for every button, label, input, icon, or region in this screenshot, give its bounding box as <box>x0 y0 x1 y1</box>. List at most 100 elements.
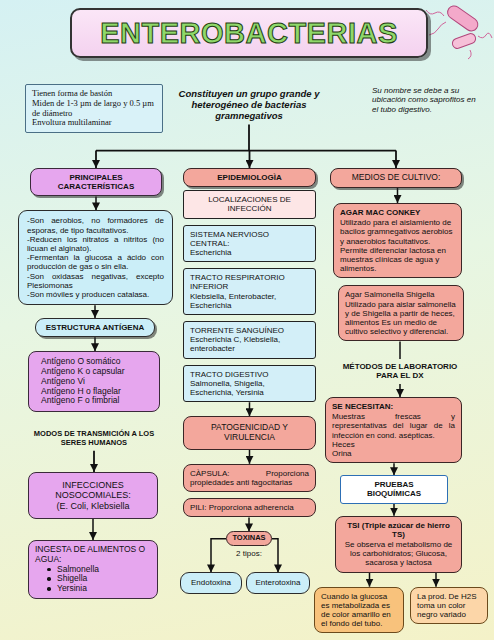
bullet-dot <box>47 568 51 572</box>
box-text: Escherichia <box>190 248 309 257</box>
medium-box: Agar Salmonella ShigellaUtilizado para a… <box>338 285 464 341</box>
flagellum <box>478 33 492 38</box>
connector-arrow <box>211 539 226 573</box>
test-box: TSI (Triple azúcar de hierro TS)Se obser… <box>335 516 462 573</box>
location-box: TRACTO RESPIRATORIO INFERIORKlebsiella, … <box>183 268 316 315</box>
connector-arrow <box>248 517 250 531</box>
subheader-box: PRUEBAS BIOQUÍMICAS <box>340 475 448 503</box>
flagellum <box>426 10 444 16</box>
box-text: Miden de 1-3 µm de largo y 0.5 µm de diá… <box>32 99 156 119</box>
box-text: Escherichia C, Klebsiella, enterobacter <box>190 335 309 353</box>
list-box: INGESTA DE ALIMENTOS O AGUA:SalmonellaSh… <box>28 540 158 599</box>
box-heading: EPIDEMIOLOGÌA <box>190 173 309 182</box>
location-box: SISTEMA NERVIOSO CENTRAL:Escherichia <box>183 225 316 263</box>
box-heading: INGESTA DE ALIMENTOS O AGUA: <box>35 545 151 565</box>
connector-arrow <box>94 337 96 351</box>
box-heading: -Son aerobios, no formadores de esporas,… <box>27 216 164 234</box>
box-heading: INFECCIONES NOSOCOMIALES: <box>35 480 151 501</box>
box-heading: SISTEMA NERVIOSO CENTRAL: <box>190 230 309 248</box>
box-text: Salmonella <box>35 565 151 575</box>
connector-arrow <box>397 188 399 203</box>
box-text: -Reducen los nitratos a nitritos (no lic… <box>27 235 164 253</box>
bacteria-illustration <box>426 3 492 59</box>
box-heading: CÀPSULA: Proporciona propiedades anti fa… <box>190 469 309 487</box>
connector-arrow <box>393 504 395 516</box>
info-box: INFECCIONES NOSOCOMIALES:(E. Coli, Klebs… <box>28 472 158 519</box>
location-box: TRACTO DIGESTIVOSalmonella, Shigella, Es… <box>183 365 316 403</box>
process-box: PATOGENICIDAD Y VIRULENCIA <box>183 416 316 450</box>
box-heading: MEDIOS DE CULTIVO: <box>337 173 455 183</box>
medium-box: AGAR MAC CONKEYUtilizado para el aislami… <box>333 203 462 278</box>
box-text: (E. Coli, Klebsiella <box>35 501 151 511</box>
branch-line <box>248 125 250 151</box>
title-banner: ENTEROBACTERIAS <box>70 8 428 58</box>
box-heading: Antígeno O somático <box>41 357 147 367</box>
box-heading: TOXINAS <box>230 534 268 543</box>
box-text: Antígeno H o flagelar <box>41 387 147 397</box>
box-heading: AGAR MAC CONKEY <box>340 208 455 217</box>
section-header: PRINCIPALES CARACTERÍSTICAS <box>30 168 162 196</box>
connector-arrow <box>95 196 97 210</box>
box-text: Klebsiella, Enterobacter, Escherichia <box>190 292 309 310</box>
bullet-dot <box>47 577 51 581</box>
box-text: Se observa el metabolismo de los carbohi… <box>342 540 455 568</box>
box-heading: TRACTO RESPIRATORIO INFERIOR <box>190 273 309 291</box>
box-text: Heces <box>332 440 455 449</box>
branch-line <box>249 151 251 168</box>
connector-arrow <box>393 463 395 475</box>
box-text: Orina <box>332 449 455 458</box>
box-heading: Tienen forma de bastón <box>32 89 156 99</box>
intro-note: Constituyen un grupo grande y heterogéne… <box>170 88 328 122</box>
branch-line <box>95 151 97 168</box>
list-box: -Son aerobios, no formadores de esporas,… <box>18 210 173 305</box>
box-heading: Endotoxina <box>184 578 238 587</box>
branch-line <box>395 151 397 168</box>
box-text: Antígeno Vi <box>41 377 147 387</box>
box-heading: Agar Salmonella Shigella <box>345 290 457 299</box>
flagellum <box>468 50 471 59</box>
box-text: -Son oxidasas negativas, excepto Plesiom… <box>27 272 164 290</box>
box-text: -Fermentan la glucosa a ácido con produc… <box>27 253 164 271</box>
bacterium-rod <box>451 32 477 50</box>
section-header: MEDIOS DE CULTIVO: <box>330 168 462 188</box>
connector-arrow <box>435 573 437 587</box>
connector-arrow <box>272 539 278 573</box>
location-box: TORRENTE SANGUÍNEOEscherichia C, Klebsie… <box>183 321 316 359</box>
subheader-box: LOCALIZACIONES DE INFECCIÓN <box>183 190 316 218</box>
process-box: SE NECESITAN:Muestras frescas y represen… <box>325 397 462 463</box>
box-heading: LOCALIZACIONES DE INFECCIÓN <box>190 195 309 213</box>
box-text: Antígeno K o capsular <box>41 367 147 377</box>
box-text: -Son móviles y producen catalasa. <box>27 290 164 299</box>
box-heading: La prod. De H2S toma un color negro vari… <box>417 592 481 620</box>
branch-line <box>93 451 95 472</box>
side-note: Su nombre se debe a su ubicación como sa… <box>372 86 482 114</box>
list-box: Antígeno O somáticoAntígeno K o capsular… <box>28 351 160 412</box>
box-text: Yersinia <box>35 584 151 594</box>
branch-line <box>96 150 396 152</box>
connector-arrow <box>94 305 96 318</box>
section-note: MODOS DE TRANSMICIÓN A LOS SERES HUMANOS <box>28 430 160 448</box>
branch-note: 2 tipos: <box>226 549 272 558</box>
box-heading: Enterotoxina <box>250 578 306 587</box>
bacterium-rod <box>445 3 480 33</box>
box-heading: PRINCIPALES CARACTERÍSTICAS <box>37 173 155 191</box>
section-header: EPIDEMIOLOGÌA <box>183 168 316 187</box>
box-heading: PATOGENICIDAD Y VIRULENCIA <box>190 423 309 443</box>
toxin-box: Endotoxina <box>180 572 242 593</box>
result-box: La prod. De H2S toma un color negro vari… <box>410 587 488 625</box>
info-box: Tienen forma de bastónMiden de 1-3 µm de… <box>25 84 163 133</box>
connector-arrow <box>92 519 94 540</box>
toxin-box: Enterotoxina <box>246 572 310 593</box>
flagellum <box>429 22 446 35</box>
box-heading: PILI: Proporciona adherencia <box>190 503 309 512</box>
box-text: Antígeno F o fimbrial <box>41 396 147 406</box>
box-heading: TRACTO DIGESTIVO <box>190 370 309 379</box>
box-heading: SE NECESITAN: <box>332 402 455 411</box>
subheader-box: ESTRUCTURA ANTÍGENA <box>35 318 155 337</box>
box-heading: TORRENTE SANGUÍNEO <box>190 326 309 335</box>
box-heading: ESTRUCTURA ANTÍGENA <box>42 323 148 332</box>
result-box: Cuando la glucosa es metabolizada es de … <box>314 587 404 634</box>
box-heading: TSI (Triple azúcar de hierro TS) <box>342 521 455 539</box>
